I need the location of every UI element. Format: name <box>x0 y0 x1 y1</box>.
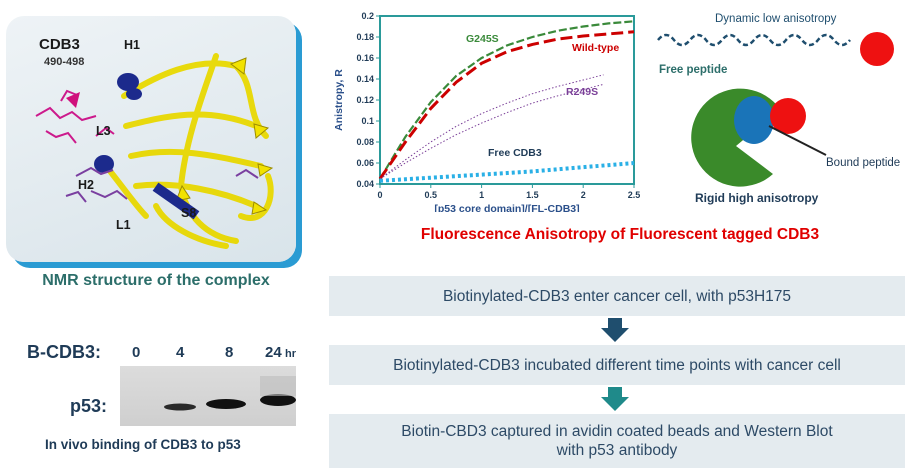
timepoint-4: 4 <box>176 344 185 361</box>
b-cdb3-label: B-CDB3: <box>27 342 101 362</box>
label-l3: L3 <box>96 124 111 138</box>
series-line-free-cdb3 <box>379 161 635 183</box>
x-tick-label: 0.5 <box>425 190 438 200</box>
step-3: Biotin-CBD3 captured in avidin coated be… <box>329 414 905 468</box>
label-s8: S8 <box>181 206 197 220</box>
y-tick-label: 0.04 <box>356 179 374 189</box>
step-1: Biotinylated-CDB3 enter cancer cell, wit… <box>329 276 905 316</box>
protein-structure-illustration <box>35 53 274 249</box>
series-line-wild-type <box>378 30 635 180</box>
bound-blue-domain <box>734 96 774 144</box>
series-label-r249s: R249S <box>566 86 598 98</box>
x-tick-label: 2.5 <box>628 190 641 200</box>
x-tick-label: 2 <box>581 190 586 200</box>
rigid-label: Rigid high anisotropy <box>695 191 819 205</box>
label-h1: H1 <box>124 38 140 52</box>
y-tick-label: 0.1 <box>361 116 374 126</box>
x-tick-label: 1 <box>479 190 484 200</box>
label-h2: H2 <box>78 178 94 192</box>
dynamic-label: Dynamic low anisotropy <box>715 13 837 25</box>
series-line-g245s <box>379 20 635 180</box>
free-peptide-red-circle <box>860 32 894 66</box>
series-label-wild-type: Wild-type <box>572 42 619 54</box>
y-tick-label: 0.18 <box>356 32 374 42</box>
step-1-text: Biotinylated-CDB3 enter cancer cell, wit… <box>442 287 792 305</box>
chart-caption: Fluorescence Anisotropy of Fluorescent t… <box>420 226 820 243</box>
x-tick-label: 1.5 <box>526 190 539 200</box>
series-label-free-cdb3: Free CDB3 <box>488 147 542 159</box>
label-l1: L1 <box>116 218 131 232</box>
western-blot-image <box>120 366 296 426</box>
bound-peptide-label: Bound peptide <box>826 157 900 169</box>
p53-label: p53: <box>70 396 108 416</box>
timepoint-0: 0 <box>132 344 141 361</box>
blot-bands <box>164 376 296 411</box>
y-axis-label: Anistropy, R <box>333 69 345 131</box>
nmr-range: 490-498 <box>44 56 85 68</box>
y-tick-label: 0.12 <box>356 95 374 105</box>
y-tick-label: 0.16 <box>356 53 374 63</box>
timepoint-unit: hr <box>285 348 296 360</box>
free-peptide-chain <box>657 33 851 47</box>
arrow-down-icon <box>601 318 629 342</box>
timepoint-24: 24 <box>265 344 282 361</box>
series-line-r249s-b <box>379 83 604 180</box>
y-tick-label: 0.14 <box>356 74 374 84</box>
plot-frame <box>379 15 635 185</box>
nmr-caption: NMR structure of the complex <box>42 272 270 289</box>
anisotropy-schematic: Dynamic low anisotropy Free peptide Boun… <box>657 13 900 205</box>
nmr-title: CDB3 <box>39 36 80 53</box>
step-2-text: Biotinylated-CDB3 incubated different ti… <box>393 356 841 374</box>
step-3-text-line1: Biotin-CBD3 captured in avidin coated be… <box>401 423 833 440</box>
bound-red-peptide <box>770 98 806 134</box>
nmr-structure-panel: CDB3 490-498 H1 L3 H2 L1 S8 <box>6 16 296 262</box>
y-tick-label: 0.2 <box>361 11 374 21</box>
bound-peptide-pointer <box>768 125 827 156</box>
series-label-g245s: G245S <box>466 33 499 45</box>
step-2: Biotinylated-CDB3 incubated different ti… <box>329 345 905 385</box>
y-tick-label: 0.06 <box>356 158 374 168</box>
free-peptide-label: Free peptide <box>659 64 727 76</box>
blot-caption: In vivo binding of CDB3 to p53 <box>45 437 241 452</box>
x-tick-label: 0 <box>377 190 382 200</box>
y-tick-label: 0.08 <box>356 137 374 147</box>
x-axis-label: [p53 core domain]/[FL-CDB3] <box>434 203 579 212</box>
anisotropy-chart: 0 0.5 1 1.5 2 2.5 0.04 0.06 0.08 0.1 0.12 0.14 0.16 0… <box>333 11 641 212</box>
timepoint-8: 8 <box>225 344 234 361</box>
arrow-down-icon <box>601 387 629 411</box>
step-3-text-line2: with p53 antibody <box>556 442 678 459</box>
